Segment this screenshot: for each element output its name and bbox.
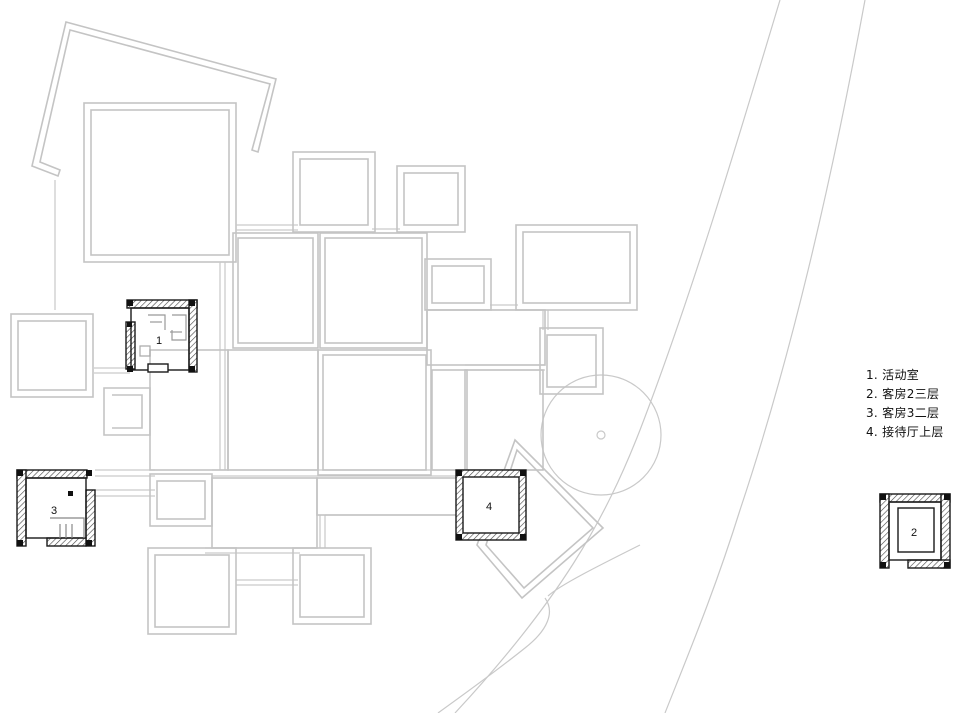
room-4-reception-upper: [455, 469, 527, 541]
circular-plaza: [540, 374, 662, 496]
room-1-number: 1: [156, 335, 162, 347]
legend-item-4: 4. 接待厅上层: [866, 425, 944, 439]
room-3-guest-second-floor: [16, 469, 96, 547]
room-2-number: 2: [911, 527, 917, 539]
legend-item-1: 1. 活动室: [866, 368, 920, 382]
road-lines: [437, 0, 866, 713]
left-pavilion: [10, 313, 151, 436]
room-3-number: 3: [51, 505, 57, 517]
room-4-number: 4: [486, 501, 492, 513]
pavilion-grid: [147, 151, 638, 635]
boundary-wall: [31, 21, 277, 178]
building-large-square: [83, 102, 237, 263]
legend: 1. 活动室 2. 客房2三层 3. 客房3二层 4. 接待厅上层: [866, 366, 944, 442]
legend-item-3: 3. 客房3二层: [866, 406, 940, 420]
room-2-guest-third-floor: [879, 493, 951, 569]
room-1-activity: [125, 299, 198, 373]
legend-item-2: 2. 客房2三层: [866, 387, 940, 401]
